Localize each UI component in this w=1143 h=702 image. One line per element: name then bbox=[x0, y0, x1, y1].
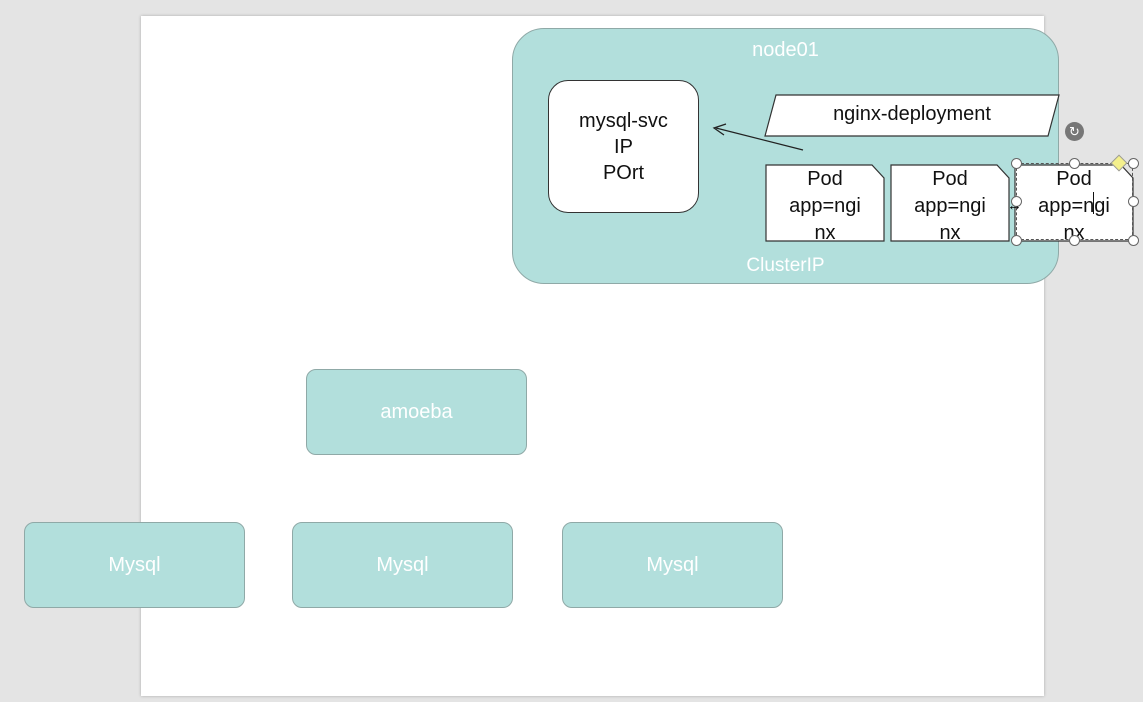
amoeba-box[interactable]: amoeba bbox=[306, 369, 527, 455]
mysql-3-label: Mysql bbox=[646, 553, 699, 576]
pod-1-title: Pod bbox=[807, 168, 843, 190]
pod-2-title: Pod bbox=[932, 168, 968, 190]
resize-handle-left[interactable] bbox=[1011, 196, 1022, 207]
nginx-deployment-label: nginx-deployment bbox=[833, 103, 991, 125]
mysql-box-2[interactable]: Mysql bbox=[292, 522, 513, 608]
resize-handle-top-left[interactable] bbox=[1011, 158, 1022, 169]
pod-2-label: app=ngi bbox=[914, 195, 986, 217]
pod-shape bbox=[765, 164, 885, 242]
pod-3-label: app=ngi bbox=[1038, 195, 1110, 217]
mysql-1-label: Mysql bbox=[108, 553, 161, 576]
pod-2-label-cont: nx bbox=[939, 222, 961, 244]
mysql-box-1[interactable]: Mysql bbox=[24, 522, 245, 608]
clusterip-label: ClusterIP bbox=[746, 255, 825, 276]
parallelogram-shape bbox=[764, 94, 1060, 137]
mysql-2-label: Mysql bbox=[376, 553, 429, 576]
resize-cursor-icon: ↔ bbox=[1007, 197, 1022, 214]
mysql-svc-port: POrt bbox=[602, 161, 645, 184]
pod-1-label: app=ngi bbox=[789, 195, 861, 217]
resize-handle-bottom-left[interactable] bbox=[1011, 235, 1022, 246]
resize-handle-top[interactable] bbox=[1069, 158, 1080, 169]
amoeba-label: amoeba bbox=[380, 400, 453, 423]
text-caret bbox=[1093, 192, 1094, 214]
pod-3-title: Pod bbox=[1056, 168, 1092, 190]
nginx-deployment-shape[interactable]: nginx-deployment bbox=[764, 94, 1060, 137]
pod-shape bbox=[890, 164, 1010, 242]
pod-shape bbox=[1014, 164, 1134, 242]
pod-1-label-cont: nx bbox=[814, 222, 836, 244]
resize-handle-right[interactable] bbox=[1128, 196, 1139, 207]
rotate-handle-icon[interactable]: ↻ bbox=[1065, 122, 1084, 141]
selection-frame bbox=[1016, 163, 1133, 240]
pod-2[interactable]: Pod app=ngi nx bbox=[890, 164, 1010, 244]
mysql-svc-ip: IP bbox=[614, 135, 633, 158]
resize-handle-bottom[interactable] bbox=[1069, 235, 1080, 246]
resize-handle-top-right[interactable] bbox=[1128, 158, 1139, 169]
pod-1[interactable]: Pod app=ngi nx bbox=[765, 164, 885, 244]
mysql-box-3[interactable]: Mysql bbox=[562, 522, 783, 608]
node01-title: node01 bbox=[752, 39, 819, 61]
mysql-svc-name: mysql-svc bbox=[579, 109, 668, 132]
mysql-svc-box[interactable]: mysql-svc IP POrt bbox=[548, 80, 699, 213]
resize-handle-bottom-right[interactable] bbox=[1128, 235, 1139, 246]
